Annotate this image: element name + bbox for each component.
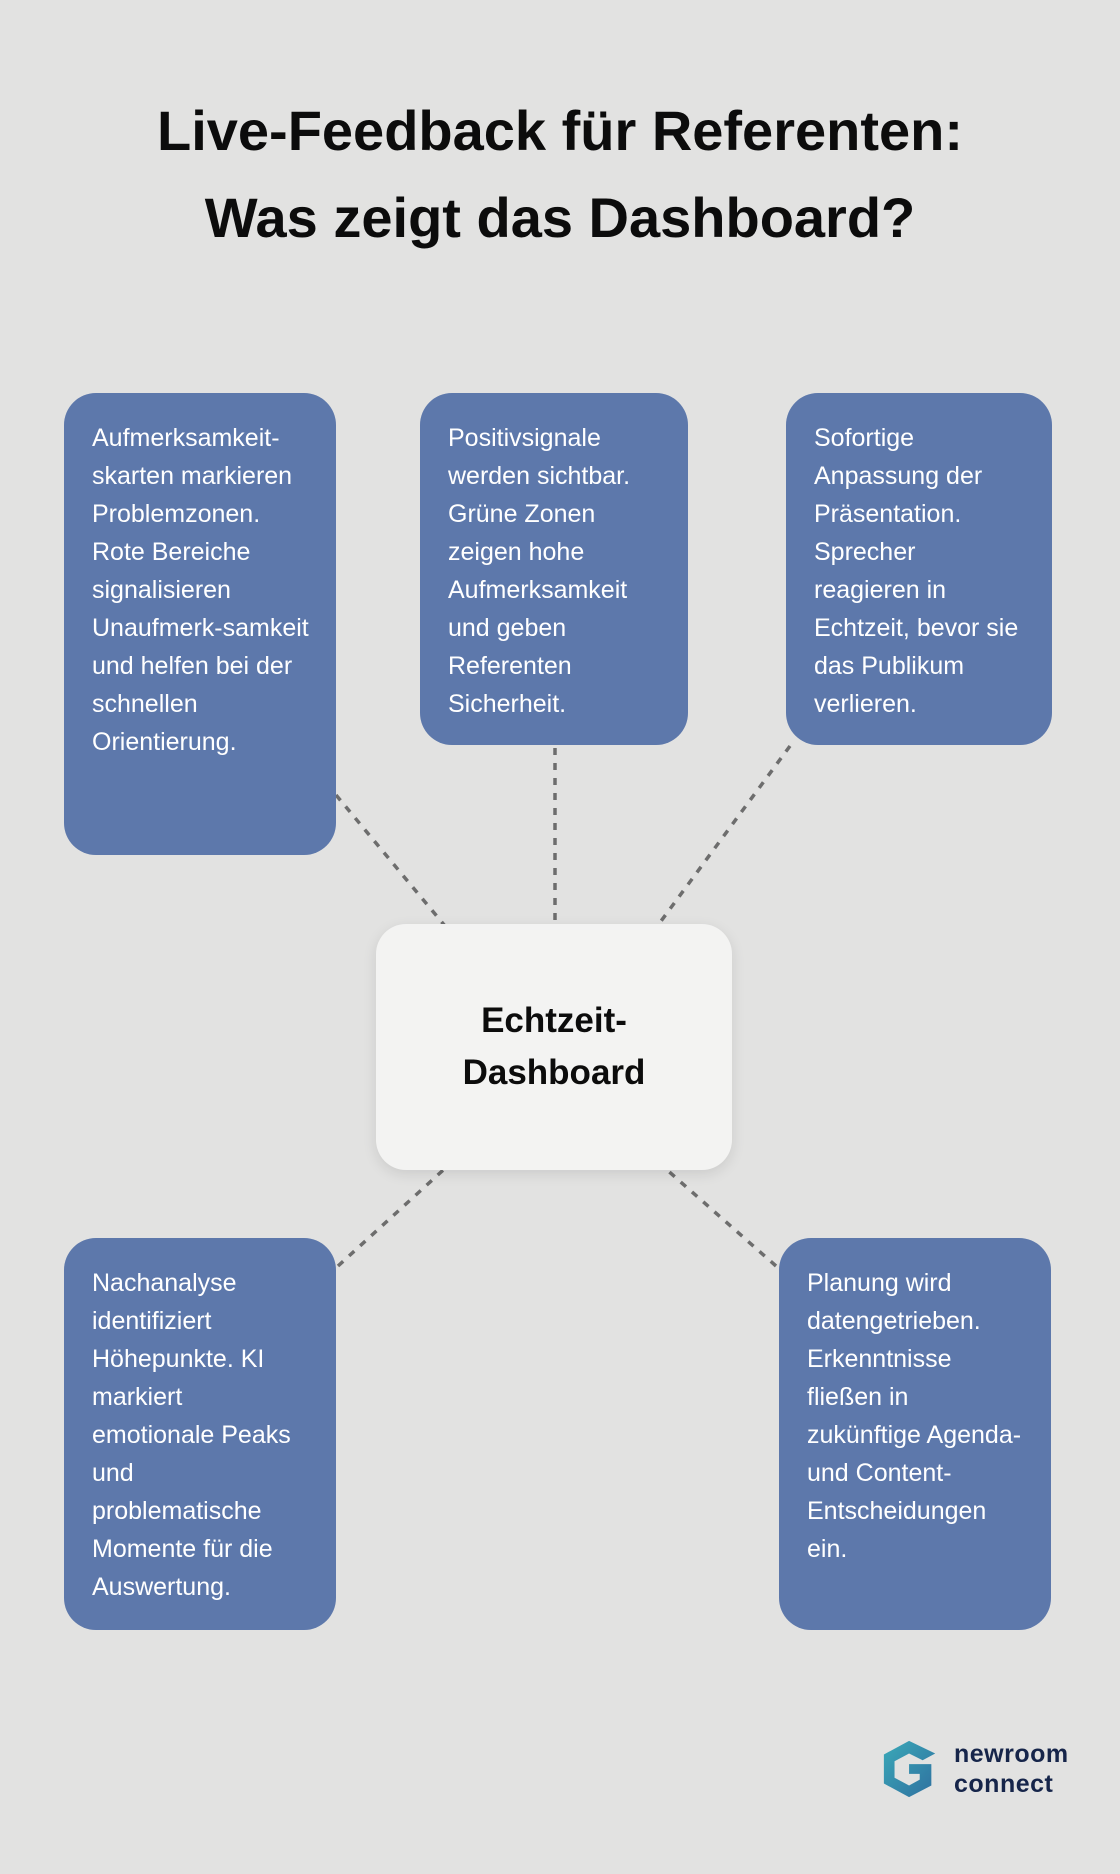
newroom-connect-logo-text: newroom connect <box>954 1739 1069 1799</box>
logo-text-newroom: newroom <box>954 1740 1069 1768</box>
node-bottom-left-text: Nachanalyse identifiziert Höhepunkte. KI… <box>92 1269 291 1601</box>
page-title-line-1: Live-Feedback für Referenten: <box>157 99 963 162</box>
node-top-left: Aufmerksamkeit-skarten markieren Problem… <box>64 393 336 855</box>
node-bottom-left: Nachanalyse identifiziert Höhepunkte. KI… <box>64 1238 336 1630</box>
node-top-right: Sofortige Anpassung der Präsentation. Sp… <box>786 393 1052 745</box>
center-node-line-1: Echtzeit- <box>481 1000 627 1040</box>
node-top-left-text: Aufmerksamkeit-skarten markieren Problem… <box>92 424 309 756</box>
connector-bottom-right <box>656 1160 778 1268</box>
connector-bottom-left <box>336 1160 454 1268</box>
page-title: Live-Feedback für Referenten: Was zeigt … <box>0 88 1120 262</box>
page-title-line-2: Was zeigt das Dashboard? <box>204 185 916 249</box>
center-node-line-2: Dashboard <box>462 1053 646 1092</box>
center-node-echtzeit-dashboard: Echtzeit- Dashboard <box>376 924 732 1170</box>
node-bottom-right-text: Planung wird datengetrieben. Erkenntniss… <box>807 1269 1022 1563</box>
logo-text-connect: connect <box>954 1770 1054 1798</box>
newroom-connect-logo-icon <box>883 1740 936 1798</box>
node-top-middle: Positivsignale werden sichtbar. Grüne Zo… <box>420 393 688 745</box>
node-bottom-right: Planung wird datengetrieben. Erkenntniss… <box>779 1238 1051 1630</box>
node-top-middle-text: Positivsignale werden sichtbar. Grüne Zo… <box>448 424 631 718</box>
connector-top-right <box>651 744 792 934</box>
node-top-right-text: Sofortige Anpassung der Präsentation. Sp… <box>814 424 1019 718</box>
newroom-connect-logo: newroom connect <box>880 1738 1069 1800</box>
connector-top-left <box>334 793 457 940</box>
